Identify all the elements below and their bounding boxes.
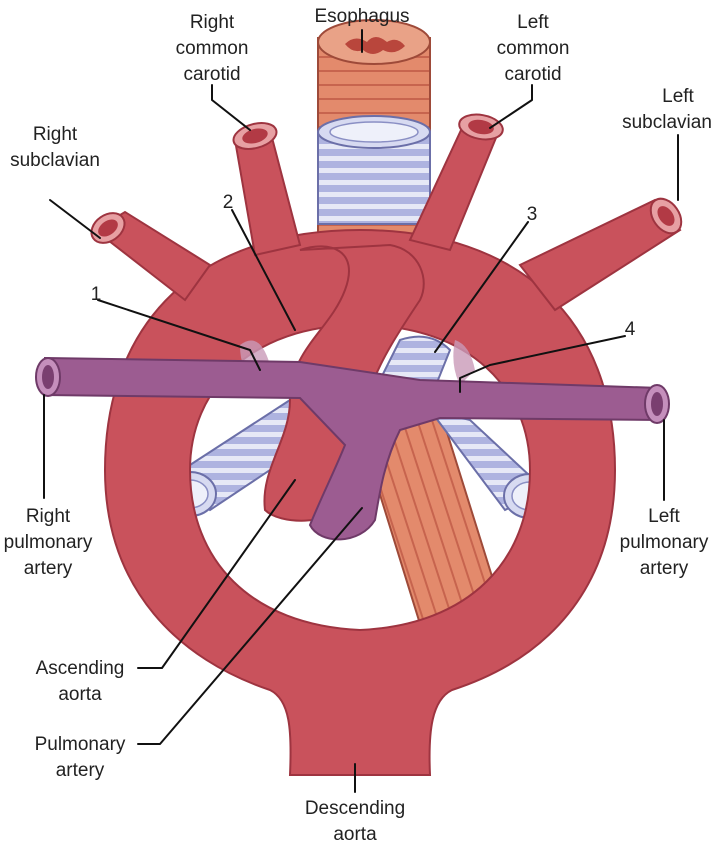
marker-4: 4 <box>625 319 636 340</box>
svg-text:Pulmonary: Pulmonary <box>35 734 126 755</box>
label-right-common-carotid: Right common carotid <box>176 12 249 85</box>
label-descending-aorta: Descending aorta <box>305 798 405 845</box>
svg-text:Right: Right <box>26 506 71 527</box>
svg-text:Left: Left <box>662 86 694 107</box>
svg-text:artery: artery <box>24 558 73 579</box>
label-left-subclavian: Left subclavian <box>622 86 712 133</box>
svg-text:carotid: carotid <box>183 64 240 85</box>
label-pulmonary-artery: Pulmonary artery <box>35 734 126 781</box>
svg-text:Left: Left <box>517 12 549 33</box>
marker-2: 2 <box>223 192 234 213</box>
svg-text:artery: artery <box>56 760 105 781</box>
marker-1: 1 <box>91 284 102 305</box>
svg-text:Descending: Descending <box>305 798 405 819</box>
svg-text:common: common <box>176 38 249 59</box>
right-common-carotid-branch <box>232 122 302 257</box>
label-esophagus: Esophagus <box>314 6 409 27</box>
label-right-pulmonary-artery: Right pulmonary artery <box>4 506 93 579</box>
right-subclavian-branch <box>90 210 212 302</box>
trachea-upper <box>317 115 431 225</box>
svg-text:artery: artery <box>640 558 689 579</box>
svg-text:Right: Right <box>33 124 78 145</box>
left-common-carotid-branch <box>408 113 504 252</box>
label-right-subclavian: Right subclavian <box>10 124 100 171</box>
leader-lines <box>43 29 679 793</box>
svg-text:pulmonary: pulmonary <box>4 532 93 553</box>
label-left-pulmonary-artery: Left pulmonary artery <box>620 506 709 579</box>
svg-text:Ascending: Ascending <box>36 658 125 679</box>
svg-text:subclavian: subclavian <box>622 112 712 133</box>
pulmonary-artery-trunk <box>35 356 670 541</box>
marker-3: 3 <box>527 204 538 225</box>
svg-text:Left: Left <box>648 506 680 527</box>
svg-text:subclavian: subclavian <box>10 150 100 171</box>
label-ascending-aorta: Ascending aorta <box>36 658 125 705</box>
svg-text:common: common <box>497 38 570 59</box>
svg-text:aorta: aorta <box>58 684 102 705</box>
svg-text:pulmonary: pulmonary <box>620 532 709 553</box>
label-left-common-carotid: Left common carotid <box>497 12 570 85</box>
svg-text:aorta: aorta <box>333 824 377 845</box>
svg-text:Right: Right <box>190 12 235 33</box>
left-subclavian-branch <box>518 197 683 312</box>
svg-text:carotid: carotid <box>504 64 561 85</box>
